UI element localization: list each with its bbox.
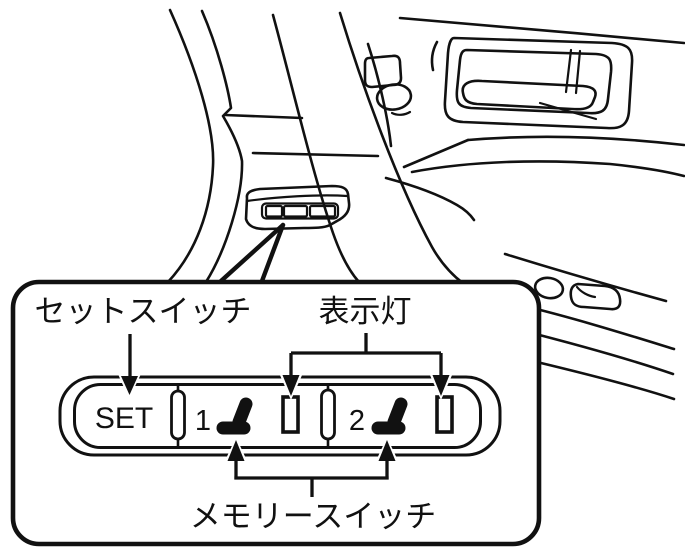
door-sheet-edge (366, 42, 393, 148)
door-top-edge (398, 16, 685, 45)
indicator-light-label: 表示灯 (319, 294, 412, 330)
seat-icon-1 (216, 397, 253, 435)
switch-button-b (282, 204, 309, 218)
memory-arrow-left (224, 437, 248, 480)
handle-bezel-accent (430, 40, 439, 72)
lock-knob (375, 83, 413, 111)
lock-controls (363, 54, 413, 116)
window-switch-1 (533, 276, 565, 300)
callout-annotations: セットスイッチ 表示灯 (35, 294, 453, 535)
door-front-edge (271, 11, 466, 286)
lock-knob-shadow (390, 110, 412, 116)
set-button-label: SET (95, 402, 153, 435)
set-switch-label: セットスイッチ (35, 294, 252, 330)
armrest-side-line (503, 252, 668, 303)
window-switch-2 (569, 282, 622, 311)
switch-recess (260, 202, 340, 220)
trim-seam-lower (251, 151, 380, 158)
handle-pivot-line-2 (574, 49, 582, 95)
armrest-contour-1 (518, 303, 676, 351)
divider-pill-2 (320, 388, 336, 441)
window-switch-2-detail (575, 285, 597, 299)
panel-inner-outline (73, 383, 482, 449)
handle-recess (455, 48, 613, 115)
indicator-arrow-right (429, 353, 453, 400)
memory-bracket (224, 437, 399, 497)
indicator-light-2 (435, 395, 454, 434)
handle-bezel (443, 36, 634, 130)
memory-switch-panel: SET 1 2 (58, 375, 502, 457)
indicator-arrow-left (279, 353, 303, 400)
door-lock-button (363, 54, 403, 89)
memory-switch-label: メモリースイッチ (190, 499, 436, 535)
door-handle-lever (461, 79, 597, 111)
callout-pointer (218, 222, 286, 284)
seat-memory-switch-location (244, 184, 351, 231)
armrest-top-line (466, 135, 685, 147)
a-pillar-outer-curve (166, 8, 215, 284)
panel-outer-outline (58, 375, 502, 457)
seat-icon-2 (371, 397, 408, 435)
set-switch-arrow (118, 334, 141, 399)
memory-button-2-label: 2 (349, 405, 365, 437)
pointer-line-left (218, 222, 286, 284)
door-sheet-contour (384, 176, 476, 222)
handle-pivot-line-1 (564, 48, 573, 94)
indicator-light-1 (281, 395, 300, 434)
callout-box (10, 279, 542, 547)
pointer-line-right (259, 222, 286, 284)
a-pillar-trim (166, 8, 380, 284)
trim-seam-upper (223, 113, 304, 120)
divider-pill-1 (170, 389, 186, 441)
door-edge-right-curve (338, 11, 466, 286)
memory-button-1-label: 1 (195, 405, 211, 437)
switch-housing (244, 184, 351, 231)
armrest-step (402, 138, 470, 169)
door-handle-area (398, 16, 685, 130)
armrest-contour-3 (518, 356, 676, 401)
a-pillar-inner-curve (200, 9, 244, 284)
armrest-contour-2 (518, 328, 675, 376)
door-edge-left-curve (271, 13, 361, 284)
switch-housing-top-edge (245, 194, 349, 203)
memory-arrow-right (375, 437, 399, 480)
handle-shadow-line (538, 101, 598, 121)
indicator-bracket (279, 333, 453, 400)
switch-button-a (264, 204, 284, 218)
armrest-front-line (410, 160, 685, 178)
switch-button-c (308, 204, 337, 218)
